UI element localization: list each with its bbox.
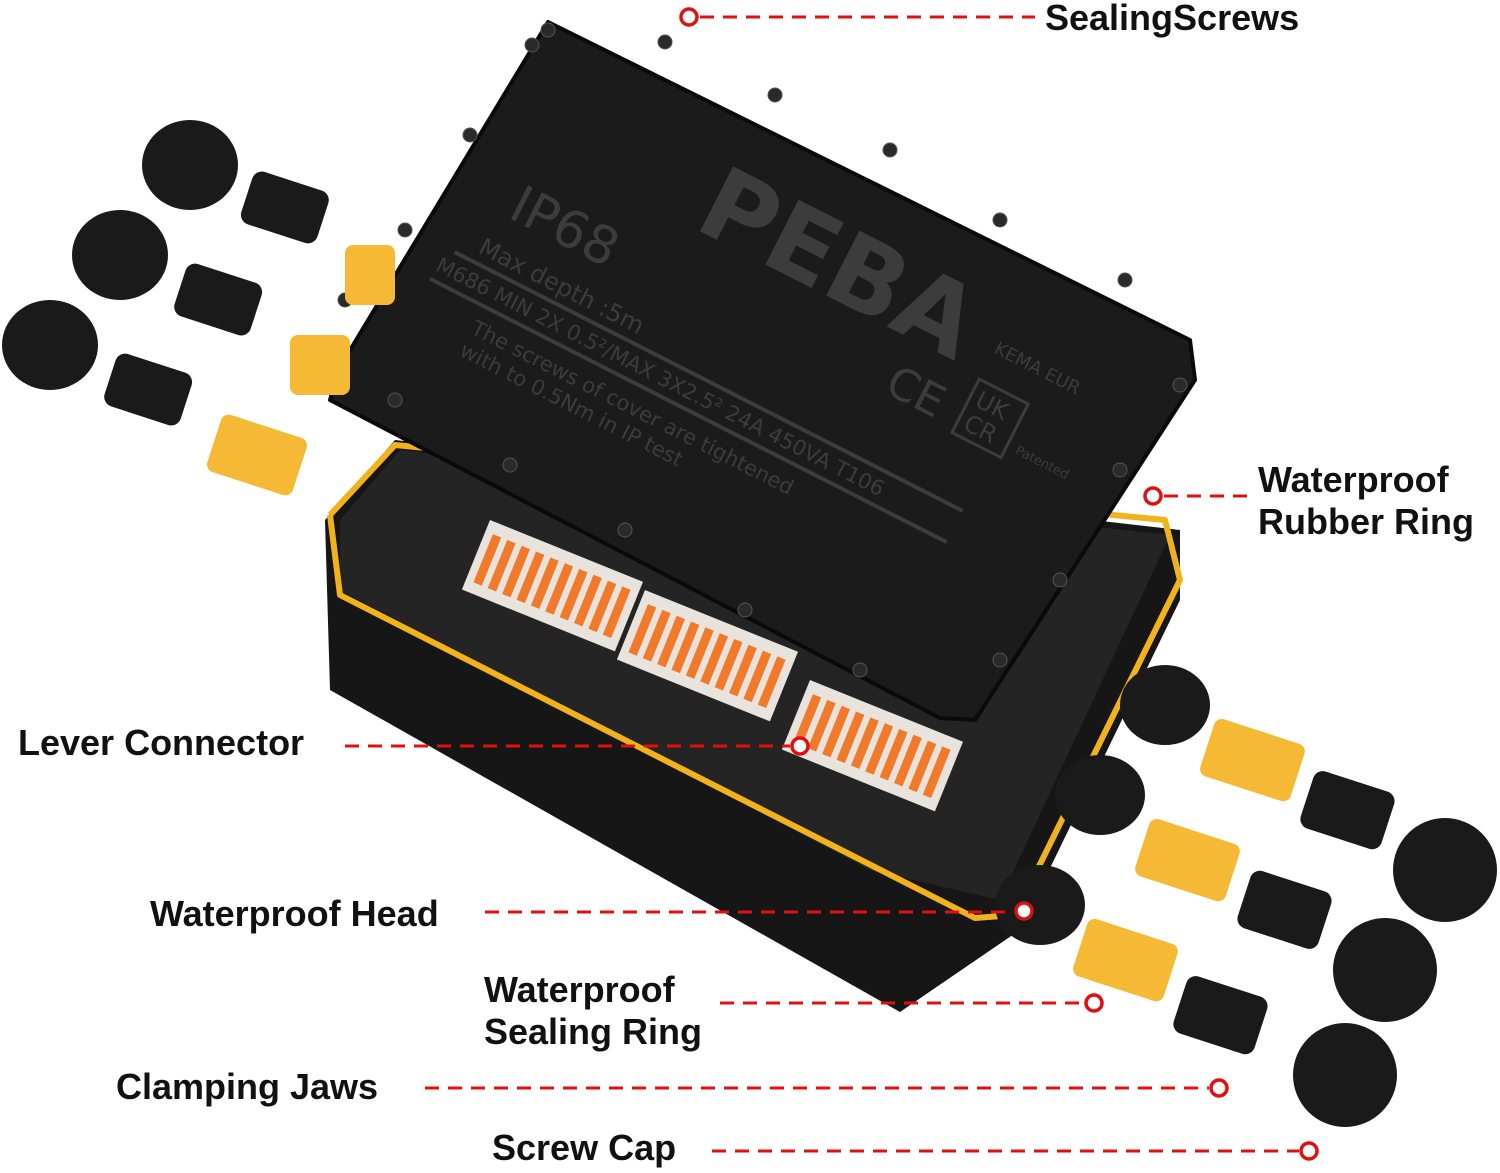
sealing-screw: [992, 212, 1008, 228]
lever-tab: [908, 740, 937, 793]
lever-tab: [516, 551, 545, 604]
lever-tab: [530, 557, 559, 609]
lever-tabs: [473, 534, 951, 798]
sealing-screw: [502, 457, 518, 473]
lever-tab: [545, 563, 574, 615]
lever-tab: [714, 638, 743, 691]
sealing-screw: [397, 222, 413, 238]
lever-tab: [894, 734, 922, 787]
lever-tab: [657, 615, 686, 668]
lever-tab: [922, 746, 951, 798]
lever-tab: [807, 699, 836, 752]
lever-tab: [602, 586, 631, 638]
sealing-screw: [767, 87, 783, 103]
sealing-screw: [540, 22, 556, 38]
callout-dots: [679, 7, 1319, 1161]
sealing-screw: [1052, 572, 1068, 588]
label-screw-cap: Screw Cap: [492, 1127, 677, 1168]
sealing-screw: [852, 662, 868, 678]
sealing-screw: [524, 37, 540, 53]
sealing-screw: [992, 652, 1008, 668]
sealing-screw: [1172, 377, 1188, 393]
label-clamping-jaws: Clamping Jaws: [116, 1066, 379, 1107]
lever-tab: [757, 656, 786, 708]
lever-tab: [574, 574, 602, 627]
sealing-screw: [1112, 462, 1128, 478]
lever-tab: [743, 650, 772, 703]
lever-tab: [865, 723, 894, 775]
sealing-screw: [882, 142, 898, 158]
lever-tab: [671, 621, 700, 674]
callout-lines: [345, 15, 1299, 1153]
sealing-screws: [337, 22, 1188, 678]
lever-tab: [473, 534, 502, 586]
lever-tab: [502, 545, 531, 598]
label-waterproof-head: Waterproof Head: [150, 893, 439, 934]
lever-tab: [729, 644, 757, 697]
left-glands: [2, 120, 395, 496]
lever-tab: [836, 711, 865, 764]
sealing-screw: [387, 392, 403, 408]
right-glands: [995, 665, 1497, 1127]
lever-tab: [559, 568, 588, 621]
lever-tab: [642, 609, 671, 662]
lever-tab: [793, 694, 822, 746]
label-sealing-ring-line1: Waterproof: [484, 969, 675, 1010]
lever-tab: [628, 604, 657, 656]
label-sealing-screws: SealingScrews: [1045, 0, 1300, 38]
sealing-screw: [617, 522, 633, 538]
sealing-screw: [657, 34, 673, 50]
lever-tab: [588, 580, 617, 633]
lever-tab: [685, 627, 714, 679]
lever-tab: [879, 728, 908, 781]
label-rubber-ring-line2: Rubber Ring: [1258, 501, 1474, 542]
sealing-screw: [737, 602, 753, 618]
sealing-screw: [462, 127, 478, 143]
lever-tab: [487, 539, 516, 592]
sealing-screw: [1117, 272, 1133, 288]
label-lever-connector: Lever Connector: [18, 722, 305, 763]
label-sealing-ring-line2: Sealing Ring: [484, 1011, 703, 1052]
label-rubber-ring-line1: Waterproof: [1258, 459, 1449, 500]
lever-tab: [822, 705, 851, 758]
lever-tab: [850, 717, 879, 769]
lever-tab: [700, 633, 729, 685]
